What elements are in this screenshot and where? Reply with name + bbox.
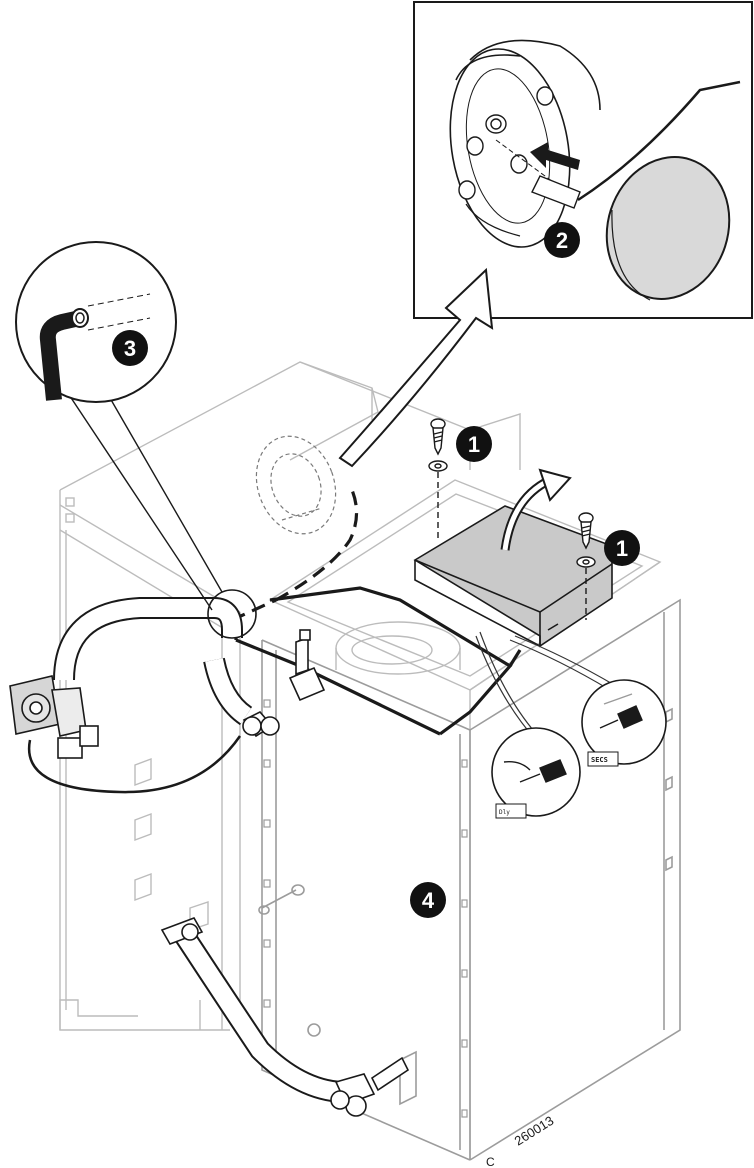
detail-magnifier	[15, 241, 257, 639]
sensor-probe	[531, 80, 741, 209]
callout-3: 3	[112, 330, 148, 366]
inset-panel	[413, 1, 753, 319]
callout-1b-text: 1	[616, 536, 628, 561]
screw-icon	[578, 512, 594, 550]
drawing-ref-code: 260013	[512, 1113, 557, 1149]
sensor-pocket	[255, 435, 337, 535]
plug-icon	[519, 759, 567, 783]
zoom-arrow-icon	[338, 267, 494, 468]
circulator-pump	[9, 675, 99, 759]
callout-2-text: 2	[556, 228, 568, 253]
callout-1a: 1	[456, 426, 492, 462]
plug-icon	[599, 705, 643, 729]
callout-2: 2	[544, 222, 580, 258]
control-cover	[413, 505, 613, 648]
secs-label: SECS	[591, 756, 608, 764]
callout-1b: 1	[604, 530, 640, 566]
lower-hose	[172, 925, 343, 1103]
screw-icon	[430, 418, 446, 456]
callout-3-text: 3	[124, 336, 136, 361]
connector-inset-right: SECS	[581, 679, 667, 767]
washer-icon	[428, 460, 448, 540]
connector-inset-left: Dly	[491, 727, 581, 819]
lift-arrow-icon	[500, 468, 572, 551]
plug-label-left: Dly	[499, 809, 510, 816]
callout-1a-text: 1	[468, 432, 480, 457]
pump-pipe	[27, 597, 253, 794]
washer-icon	[576, 556, 596, 620]
valve-fitting	[242, 629, 326, 738]
drawing-ref-letter: C	[486, 1155, 495, 1168]
front-cabinet	[258, 598, 681, 1161]
push-arrow-icon	[530, 142, 580, 170]
cover-disc	[605, 156, 731, 301]
callout-4: 4	[410, 882, 446, 918]
lower-valve	[160, 917, 410, 1117]
callout-4-text: 4	[422, 888, 435, 913]
